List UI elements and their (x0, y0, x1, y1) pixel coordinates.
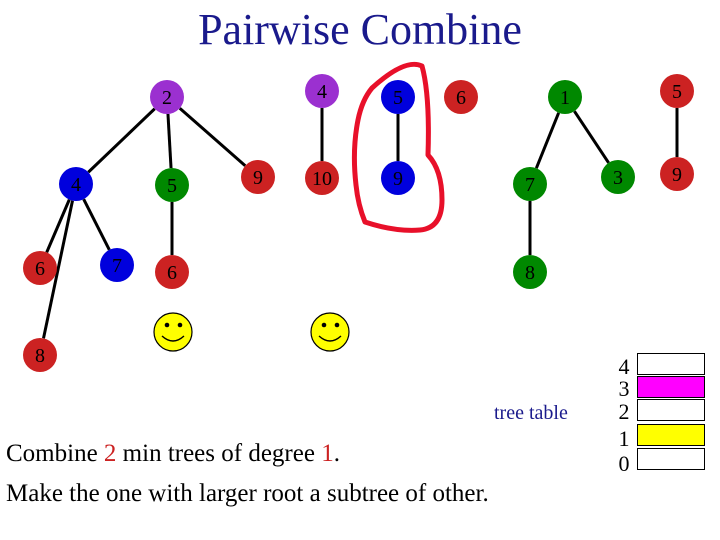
node-circle-n9a (241, 160, 275, 194)
node-n9b: 9 (381, 161, 415, 195)
degree-label-3: 3 (618, 376, 630, 401)
node-n3: 3 (601, 160, 635, 194)
edge-n2-n9a (178, 107, 247, 167)
node-label-n4a: 4 (71, 174, 81, 196)
node-circle-n5b (381, 80, 415, 114)
node-circle-n6a (23, 251, 57, 285)
degree-label-4: 4 (618, 354, 630, 379)
node-label-n8a: 8 (35, 345, 45, 367)
node-circle-n10 (305, 161, 339, 195)
node-n8a: 8 (23, 338, 57, 372)
edge-n4a-n7a (82, 198, 111, 251)
node-n4b: 4 (305, 74, 339, 108)
node-circle-n3 (601, 160, 635, 194)
line1-suffix: . (333, 440, 340, 467)
edge-n1-n3 (573, 110, 610, 164)
line1-count: 2 (103, 440, 117, 467)
node-n9a: 9 (241, 160, 275, 194)
node-n4a: 4 (59, 167, 93, 201)
smiley-left-eye-right (177, 322, 183, 328)
highlight-outline (351, 61, 445, 233)
edges-layer (42, 107, 679, 339)
edge-n4a-n6a (45, 199, 71, 253)
line1-degree: 1 (321, 440, 334, 467)
node-label-n6b: 6 (167, 262, 177, 284)
node-label-n7a: 7 (112, 255, 122, 277)
degree-label-2: 2 (618, 399, 630, 424)
node-label-n5c: 5 (672, 81, 682, 103)
smiley-left-mouth (161, 335, 185, 342)
smiley-left (153, 312, 193, 352)
node-n5b: 5 (381, 80, 415, 114)
smiley-right-eye-left (321, 322, 327, 328)
slide-title: Pairwise Combine (198, 5, 522, 54)
node-circle-n7b (513, 167, 547, 201)
edge-n2-n5a (166, 113, 173, 169)
node-label-n7b: 7 (525, 174, 535, 196)
line1-prefix: Combine (6, 440, 104, 467)
smiley-right (310, 312, 350, 352)
tree-table-cell-2 (637, 399, 705, 421)
edge-n4a-n8a (42, 200, 74, 339)
smiley-right-mouth (318, 335, 342, 342)
degree-label-1: 1 (618, 426, 630, 451)
node-label-n9c: 9 (672, 164, 682, 186)
node-circle-n1 (548, 80, 582, 114)
node-label-n8b: 8 (525, 262, 535, 284)
node-n10: 10 (305, 161, 339, 195)
tree-table-cell-3 (637, 376, 705, 398)
node-circle-n2 (150, 80, 184, 114)
tree-table-cell-4 (637, 353, 705, 375)
node-label-n5a: 5 (167, 175, 177, 197)
node-circle-n5a (155, 168, 189, 202)
edge-n1-n7b (534, 112, 561, 169)
node-n6c: 6 (444, 80, 478, 114)
node-circle-n9c (660, 157, 694, 191)
node-n5a: 5 (155, 168, 189, 202)
node-n7b: 7 (513, 167, 547, 201)
tree-table-cell-1 (637, 424, 705, 446)
node-n2: 2 (150, 80, 184, 114)
node-circle-n8a (23, 338, 57, 372)
node-label-n9b: 9 (393, 168, 403, 190)
node-label-n9a: 9 (253, 167, 263, 189)
tree-table-cell-0 (637, 448, 705, 470)
degree-label-0: 0 (618, 451, 630, 476)
node-n6b: 6 (155, 255, 189, 289)
tree-table-label: tree table (494, 402, 568, 424)
node-circle-n8b (513, 255, 547, 289)
node-circle-n4b (305, 74, 339, 108)
node-circle-n5c (660, 74, 694, 108)
node-n5c: 5 (660, 74, 694, 108)
node-circle-n6b (155, 255, 189, 289)
smiley-right-eye-right (334, 322, 340, 328)
explanation-line-2: Make the one with larger root a subtree … (6, 480, 489, 507)
node-n9c: 9 (660, 157, 694, 191)
edge-n2-n4a (87, 107, 156, 174)
node-circle-n6c (444, 80, 478, 114)
node-label-n5b: 5 (393, 87, 403, 109)
explanation-line-1: Combine 2 min trees of degree 1. (6, 440, 340, 468)
smiley-left-eye-left (164, 322, 170, 328)
line1-middle: min trees of degree (116, 440, 322, 467)
node-n7a: 7 (100, 248, 134, 282)
node-label-n3: 3 (613, 167, 623, 189)
node-label-n10: 10 (312, 168, 332, 190)
smiley-right-face (310, 312, 350, 352)
node-circle-n9b (381, 161, 415, 195)
node-n1: 1 (548, 80, 582, 114)
node-n6a: 6 (23, 251, 57, 285)
nodes-layer: 2 4 5 9 6 7 6 8 4 10 5 9 6 1 7 3 8 5 9 (23, 74, 694, 372)
node-label-n4b: 4 (317, 81, 327, 103)
node-circle-n7a (100, 248, 134, 282)
node-n8b: 8 (513, 255, 547, 289)
node-label-n6c: 6 (456, 87, 466, 109)
node-circle-n4a (59, 167, 93, 201)
node-label-n2: 2 (162, 87, 172, 109)
node-label-n1: 1 (560, 87, 570, 109)
node-label-n6a: 6 (35, 258, 45, 280)
smiley-left-face (153, 312, 193, 352)
